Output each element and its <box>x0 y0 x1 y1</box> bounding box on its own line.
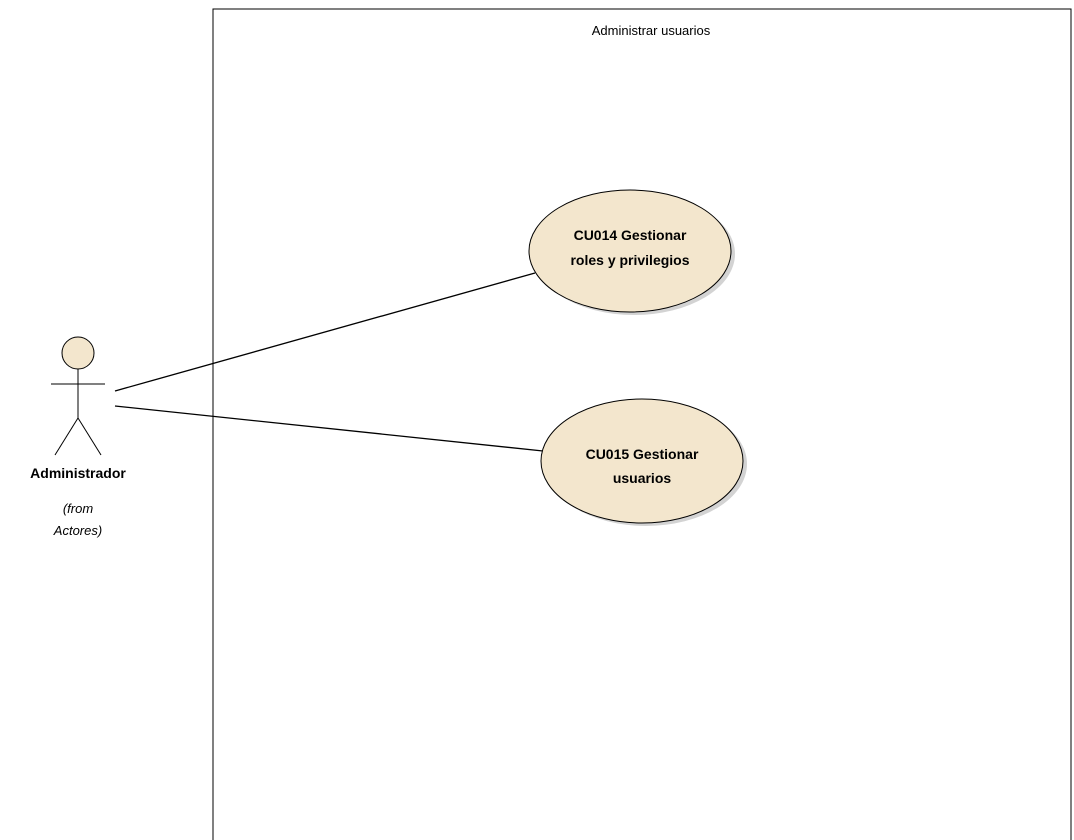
use-case-label-line2: usuarios <box>613 470 672 486</box>
use-case-label-line1: CU015 Gestionar <box>586 446 699 462</box>
actor-head <box>61 336 95 370</box>
actor-origin-line1: (from <box>63 501 94 516</box>
actor-administrador[interactable]: Administrador (from Actores) <box>30 336 126 538</box>
associations <box>114 272 544 452</box>
use-case-label-line2: roles y privilegios <box>570 252 689 268</box>
actor-origin-line2: Actores) <box>53 523 102 538</box>
use-case-cu014[interactable]: CU014 Gestionar roles y privilegios <box>528 189 735 315</box>
stick-figure-icon <box>51 336 105 456</box>
system-boundary-frame <box>212 8 1072 840</box>
use-case-ellipse <box>528 189 732 313</box>
use-case-label-line1: CU014 Gestionar <box>574 227 687 243</box>
actor-right-leg <box>77 417 102 456</box>
system-boundary-title: Administrar usuarios <box>592 23 711 38</box>
actor-name: Administrador <box>30 465 126 481</box>
actor-left-leg <box>54 417 79 456</box>
system-boundary[interactable]: Administrar usuarios <box>212 8 1072 840</box>
use-case-ellipse <box>540 398 744 524</box>
association-line-cu015[interactable] <box>114 405 544 452</box>
use-case-cu015[interactable]: CU015 Gestionar usuarios <box>540 398 747 526</box>
association-line-cu014[interactable] <box>114 272 536 392</box>
